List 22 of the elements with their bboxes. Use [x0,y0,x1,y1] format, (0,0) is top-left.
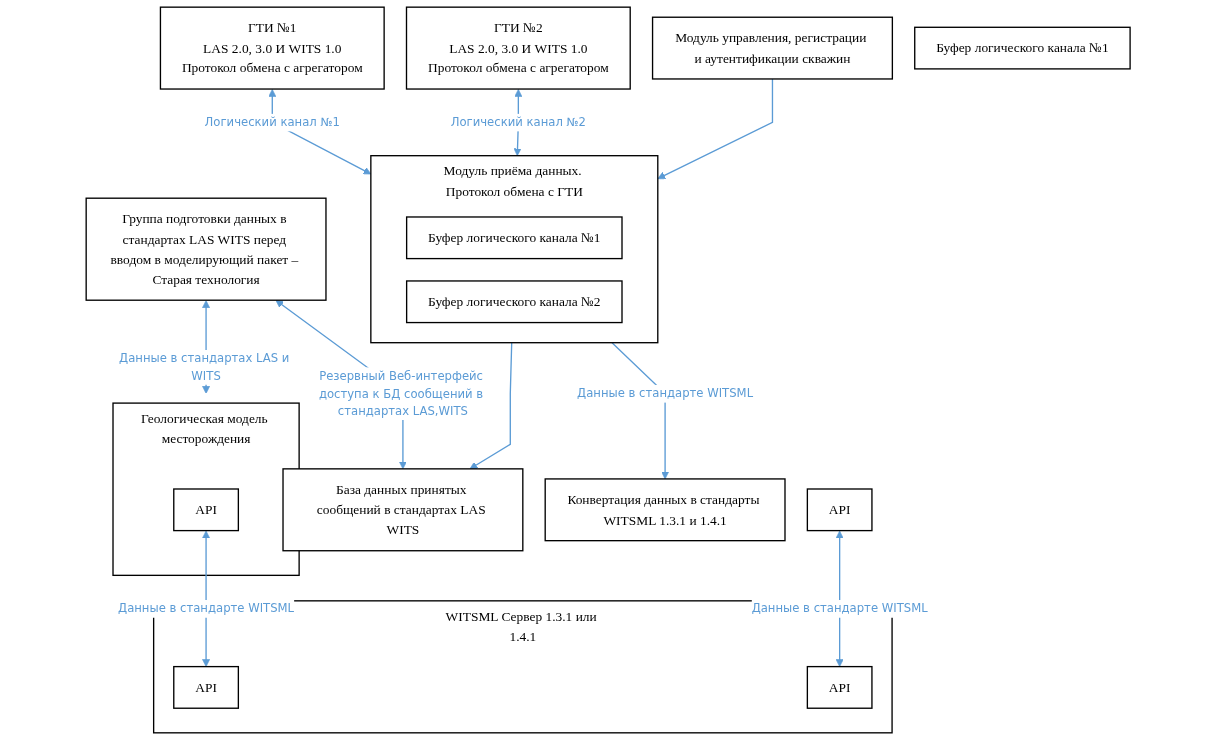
node-box: API [806,665,873,709]
node-box: База данных принятых сообщений в стандартах LAS WITS [282,468,524,552]
node-box: ГТИ №2 LAS 2.0, 3.0 И WITS 1.0 Протокол обмена с агрегатором [405,6,631,90]
edge-label: Резервный Веб-интерфейс доступа к БД сообщений в стандартах LAS,WITS [318,369,484,418]
node-box: Буфер логического канала №1 [405,216,623,260]
node-box: Модуль управления, регистрации и аутентификации скважин [651,16,893,80]
node-box: ГТИ №1 LAS 2.0, 3.0 И WITS 1.0 Протокол обмена с агрегатором [159,6,385,90]
node-box: API [172,665,239,709]
edge-label: Логический канал №1 [204,115,340,129]
edge-label: Данные в стандарте WITSML [117,601,294,616]
node-box: Конвертация данных в стандарты WITSML 1.3.1 и 1.4.1 [544,478,786,542]
node-box: Буфер логического канала №1 [913,26,1131,70]
edge-label: Данные в стандарте WITSML [576,386,753,400]
edge-label: Логический канал №2 [450,115,586,129]
node-box: API [806,488,873,532]
node-box: Группа подготовки данных в стандартах LAS WITS перед вводом в моделирующий пакет – Старая технология [85,197,327,301]
node-box: API [172,488,239,532]
arrow [469,342,513,470]
edge-label: Данные в стандарте WITSML [751,601,928,616]
arrow [657,78,773,180]
edge-label: Данные в стандартах LAS и WITS [118,351,290,383]
node-box: Буфер логического канала №2 [405,280,623,324]
